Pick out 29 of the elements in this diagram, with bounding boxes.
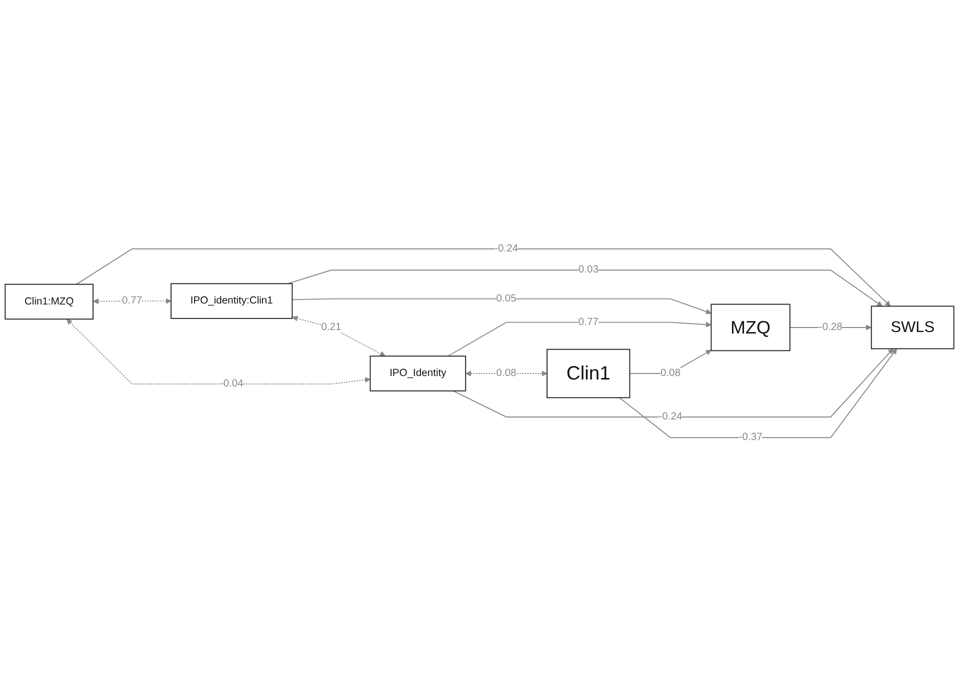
node-box: SWLS	[870, 306, 954, 350]
edge-label: 0.08	[496, 368, 516, 379]
arrow	[76, 248, 891, 307]
arrow	[466, 370, 548, 377]
node-box: IPO_Identity	[370, 356, 466, 392]
edge-label: 0.08	[660, 368, 680, 379]
node-box: Clin1	[546, 349, 630, 398]
arrow	[66, 319, 370, 385]
node-box: Clin1:MZQ	[4, 284, 94, 320]
edge-label: -0.37	[738, 432, 762, 444]
edge-label: -0.04	[220, 378, 244, 390]
edge-label: -0.28	[818, 322, 842, 333]
edge-label: -0.24	[658, 411, 682, 422]
edge-label: 0.03	[578, 264, 598, 276]
edge-label: 0.05	[496, 293, 516, 304]
node-box: IPO_identity:Clin1	[170, 283, 293, 320]
arrow	[292, 298, 712, 315]
edge-label: 0.77	[122, 296, 142, 306]
arrow	[452, 348, 894, 418]
arrow	[287, 270, 882, 307]
arrow	[447, 322, 712, 357]
edge-label: 0.21	[321, 322, 342, 333]
edge-label: 0.77	[578, 316, 598, 328]
arrow	[292, 316, 386, 357]
arrow	[93, 298, 172, 304]
arrow	[618, 348, 898, 438]
edge-label: -0.24	[494, 243, 518, 254]
arrow	[629, 350, 712, 374]
node-box: MZQ	[710, 304, 790, 352]
